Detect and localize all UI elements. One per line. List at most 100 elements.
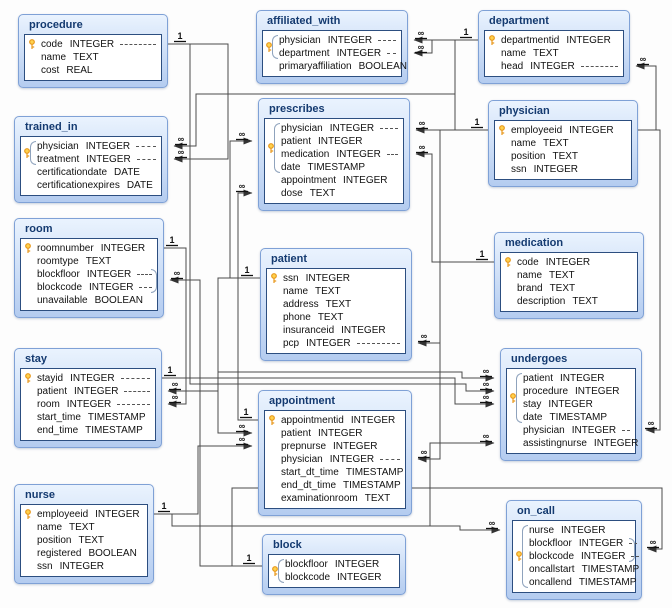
entity-title-patient: patient [271,253,308,265]
field-type: INTEGER [59,561,105,572]
field-nurse-name: name TEXT [37,521,142,534]
cardinality-label: ∞ [239,434,246,444]
field-name: name [37,522,63,533]
fk-dash-stub [622,430,631,431]
field-name: name [501,48,527,59]
cardinality-label: 1 [479,249,484,259]
field-type: TEXT [552,151,579,162]
field-name: nurse [529,525,555,536]
field-medication-description: description TEXT [517,295,632,308]
entity-prescribes[interactable]: prescribes physician INTEGER patient INT… [258,98,410,211]
field-name: pcp [283,338,300,349]
entity-physician[interactable]: physician employeeid INTEGER name TEXT p… [488,100,638,187]
field-patient-pcp: pcp INTEGER [283,337,400,350]
field-undergoes-physician: physician INTEGER [523,424,631,437]
primary-key-icon [505,257,511,267]
entity-trained_in[interactable]: trained_in physician INTEGER treatment I… [14,116,168,203]
entity-title-appointment: appointment [269,395,335,407]
cardinality-label: 1 [244,265,249,275]
primary-key-icon [272,565,278,576]
entity-patient[interactable]: patient ssn INTEGER name TEXT address TE… [260,248,412,361]
field-type: INTEGER [86,154,131,165]
field-type: INTEGER [333,441,378,452]
entity-procedure[interactable]: procedure code INTEGER name TEXT cost RE… [18,14,168,88]
field-name: date [523,412,543,423]
entity-title-block: block [273,539,302,551]
fk-dash-stub [387,53,396,54]
entity-body: roomnumber INTEGER roomtype TEXT blockfl… [20,238,158,311]
field-name: physician [281,123,323,134]
cardinality-label: ∞ [239,181,246,191]
cardinality-label: ∞ [172,392,179,402]
field-trained_in-treatment: treatment INTEGER [37,153,156,166]
relationship-physician-patient-pcp [417,129,488,347]
cardinality-label: ∞ [489,518,496,528]
field-type: INTEGER [89,282,134,293]
field-type: INTEGER [66,399,112,410]
entity-nurse[interactable]: nurse employeeid INTEGER name TEXT posit… [14,484,154,584]
field-type: TEXT [317,312,344,323]
field-type: REAL [66,65,93,76]
field-name: ssn [37,561,53,572]
entity-affiliated_with[interactable]: affiliated_with physician INTEGER depart… [256,10,408,84]
entity-block[interactable]: block blockfloor INTEGER blockcode INTEG… [262,534,406,595]
entity-undergoes[interactable]: undergoes patient INTEGER procedure INTE… [500,348,642,461]
field-type: TEXT [78,535,105,546]
relationship-appointment-prescribes [237,189,258,421]
composite-key-brace [516,373,522,423]
entity-on_call[interactable]: on_call nurse INTEGER blockfloor INTEGER… [506,500,642,600]
field-name: brand [517,283,543,294]
entity-title-on_call: on_call [517,505,555,517]
field-type: INTEGER [329,123,375,134]
primary-key-icon [25,509,31,519]
entity-body: physician INTEGER patient INTEGER medica… [264,118,404,204]
composite-key-brace [522,525,528,588]
relationship-stay-undergoes [162,377,495,408]
entity-room[interactable]: room roomnumber INTEGER roomtype TEXT bl… [14,218,164,318]
field-name: blockcode [529,551,575,562]
field-type: TEXT [572,296,598,307]
field-name: address [283,299,319,310]
field-type: INTEGER [571,425,617,436]
cardinality-label: ∞ [174,268,181,278]
field-stay-end_time: end_time TIMESTAMP [37,424,150,437]
field-type: TIMESTAMP [87,412,146,423]
field-affiliated_with-primaryaffiliation: primaryaffiliation BOOLEAN [279,60,407,73]
field-name: ssn [511,164,527,175]
field-physician-name: name TEXT [511,137,626,150]
cardinality-label: ∞ [483,431,490,441]
fk-dash-stub [120,378,150,379]
relationship-medication-prescribes [415,150,494,263]
field-on_call-nurse: nurse INTEGER [529,524,630,537]
field-name: cost [41,65,60,76]
composite-key-brace [272,35,278,59]
field-on_call-blockcode: blockcode INTEGER [529,550,640,563]
field-name: insuranceid [283,325,335,336]
entity-title-department: department [489,15,549,27]
cardinality-label: 1 [169,235,174,245]
entity-title-trained_in: trained_in [25,121,78,133]
field-department-departmentid: departmentid INTEGER [501,34,618,47]
field-type: TEXT [309,188,336,199]
entity-title-nurse: nurse [25,489,55,501]
field-type: INTEGER [318,136,363,147]
entity-appointment[interactable]: appointment appointmentid INTEGER patien… [258,390,412,516]
field-physician-position: position TEXT [511,150,626,163]
field-prescribes-physician: physician INTEGER [281,122,398,135]
field-physician-employeeid: employeeid INTEGER [511,124,626,137]
relationship-physician-undergoes [638,129,661,434]
fk-dash-stub [124,391,150,392]
entity-department[interactable]: department departmentid INTEGER name TEX… [478,10,630,84]
field-nurse-position: position TEXT [37,534,142,547]
field-trained_in-physician: physician INTEGER [37,140,156,153]
field-type: INTEGER [560,373,605,384]
composite-key-brace [278,559,284,583]
relationship-patient-prescribes [229,137,260,279]
field-department-head: head INTEGER [501,60,618,73]
entity-stay[interactable]: stay stayid INTEGER patient INTEGER room… [14,348,162,448]
entity-body: appointmentid INTEGER patient INTEGER pr… [264,410,406,509]
cardinality-label: ∞ [239,129,246,139]
field-type: INTEGER [334,559,380,570]
cardinality-label: ∞ [418,42,425,52]
entity-medication[interactable]: medication code INTEGER name TEXT brand … [494,232,644,319]
